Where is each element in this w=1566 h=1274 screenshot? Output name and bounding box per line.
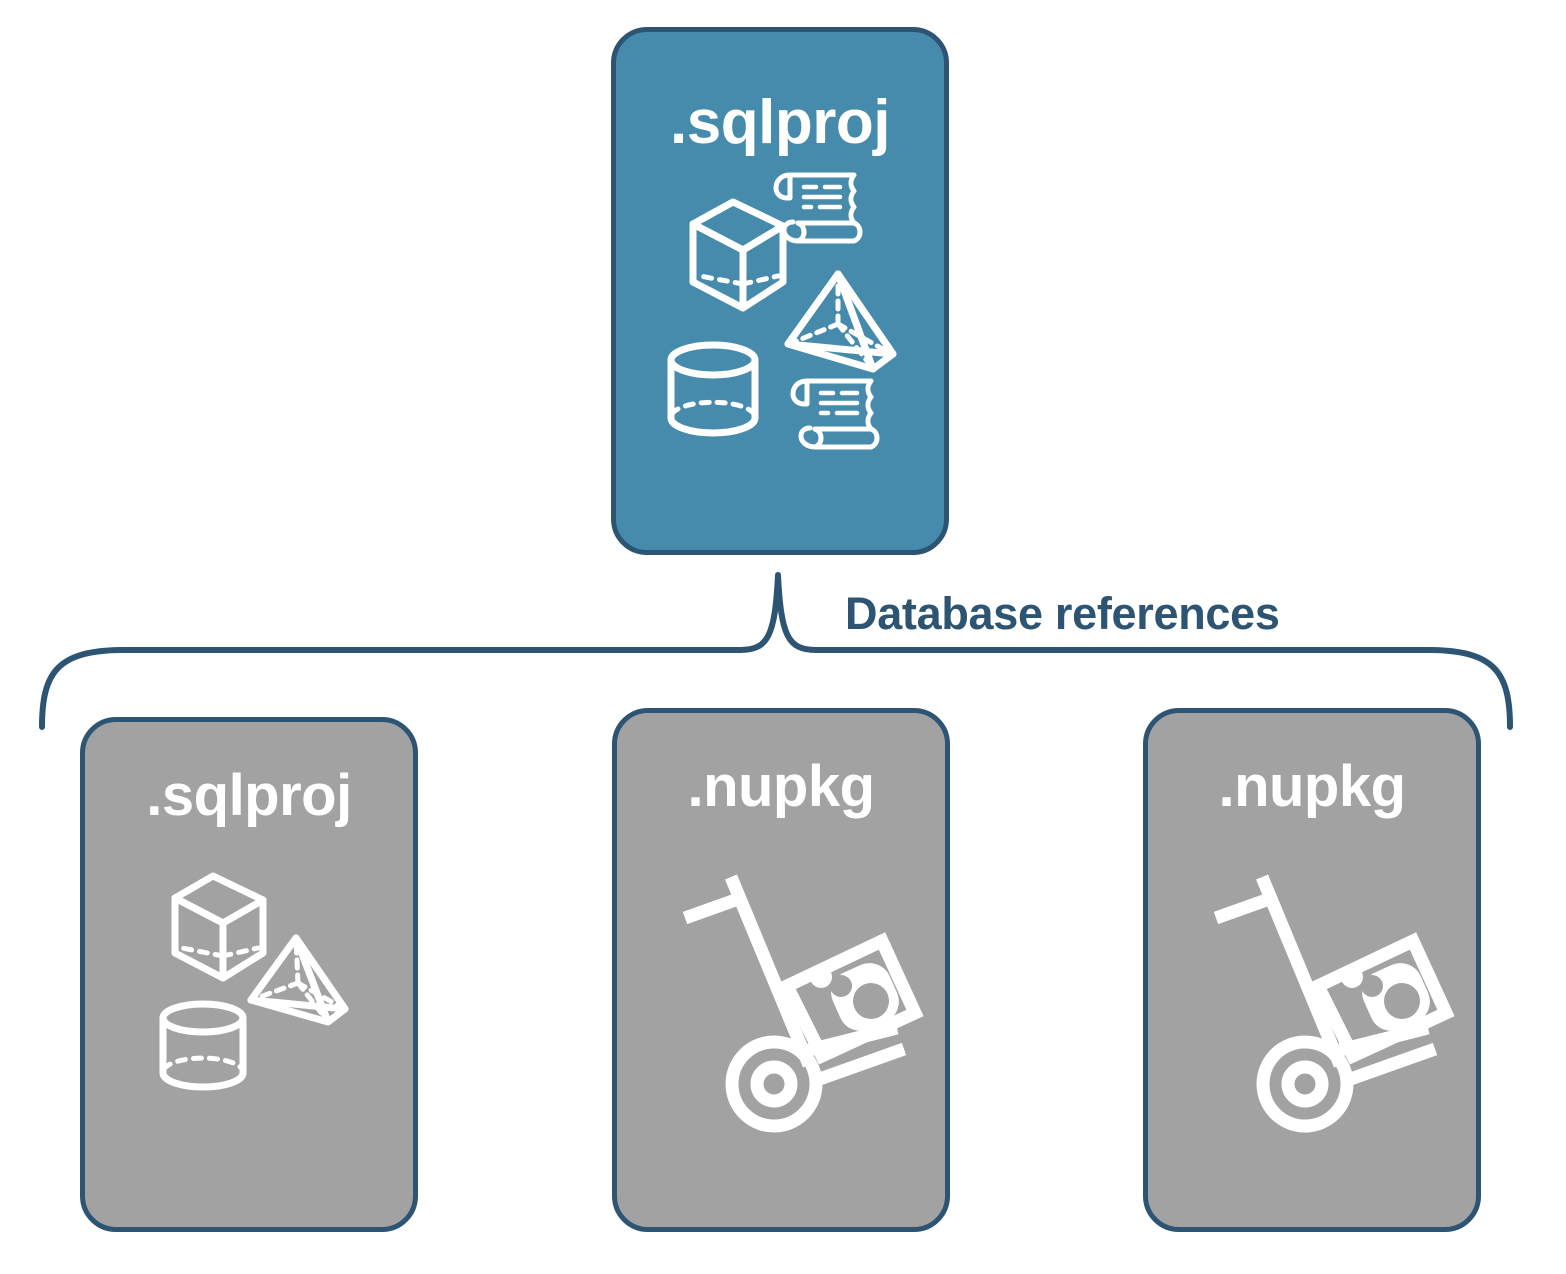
- reference-card-nupkg-1[interactable]: .nupkg: [612, 708, 950, 1232]
- parent-card-label: .sqlproj: [670, 88, 890, 157]
- reference-card-icon-cluster: [659, 853, 939, 1133]
- cube-wireframe-icon: [689, 198, 787, 312]
- hand-truck-package-icon: [682, 874, 924, 1088]
- nuget-logo-holes: [1361, 975, 1420, 1019]
- reference-card-label: .nupkg: [1218, 754, 1406, 819]
- parent-card-sqlproj[interactable]: .sqlproj: [611, 27, 949, 555]
- scroll-document-icon: [773, 172, 863, 244]
- pyramid-wireframe-icon: [784, 270, 897, 373]
- reference-card-icon-cluster: [1190, 853, 1470, 1133]
- reference-card-nupkg-2[interactable]: .nupkg: [1143, 708, 1481, 1232]
- parent-card-icon-cluster: [638, 164, 938, 464]
- cylinder-wireframe-icon: [667, 341, 759, 437]
- reference-card-label: .sqlproj: [146, 763, 352, 828]
- hand-truck-package-icon: [1213, 874, 1455, 1088]
- nuget-logo-holes: [830, 975, 889, 1019]
- scroll-document-icon: [790, 378, 880, 450]
- cube-wireframe-icon: [171, 872, 267, 982]
- reference-card-label: .nupkg: [687, 754, 875, 819]
- hand-truck-wheel-icon: [725, 1035, 823, 1133]
- reference-card-icon-cluster: [153, 870, 383, 1100]
- cylinder-wireframe-icon: [159, 1000, 247, 1091]
- hand-truck-wheel-icon: [1256, 1035, 1354, 1133]
- pyramid-wireframe-icon: [247, 934, 349, 1026]
- brace-label-database-references: Database references: [845, 588, 1280, 639]
- reference-card-sqlproj[interactable]: .sqlproj: [80, 717, 418, 1232]
